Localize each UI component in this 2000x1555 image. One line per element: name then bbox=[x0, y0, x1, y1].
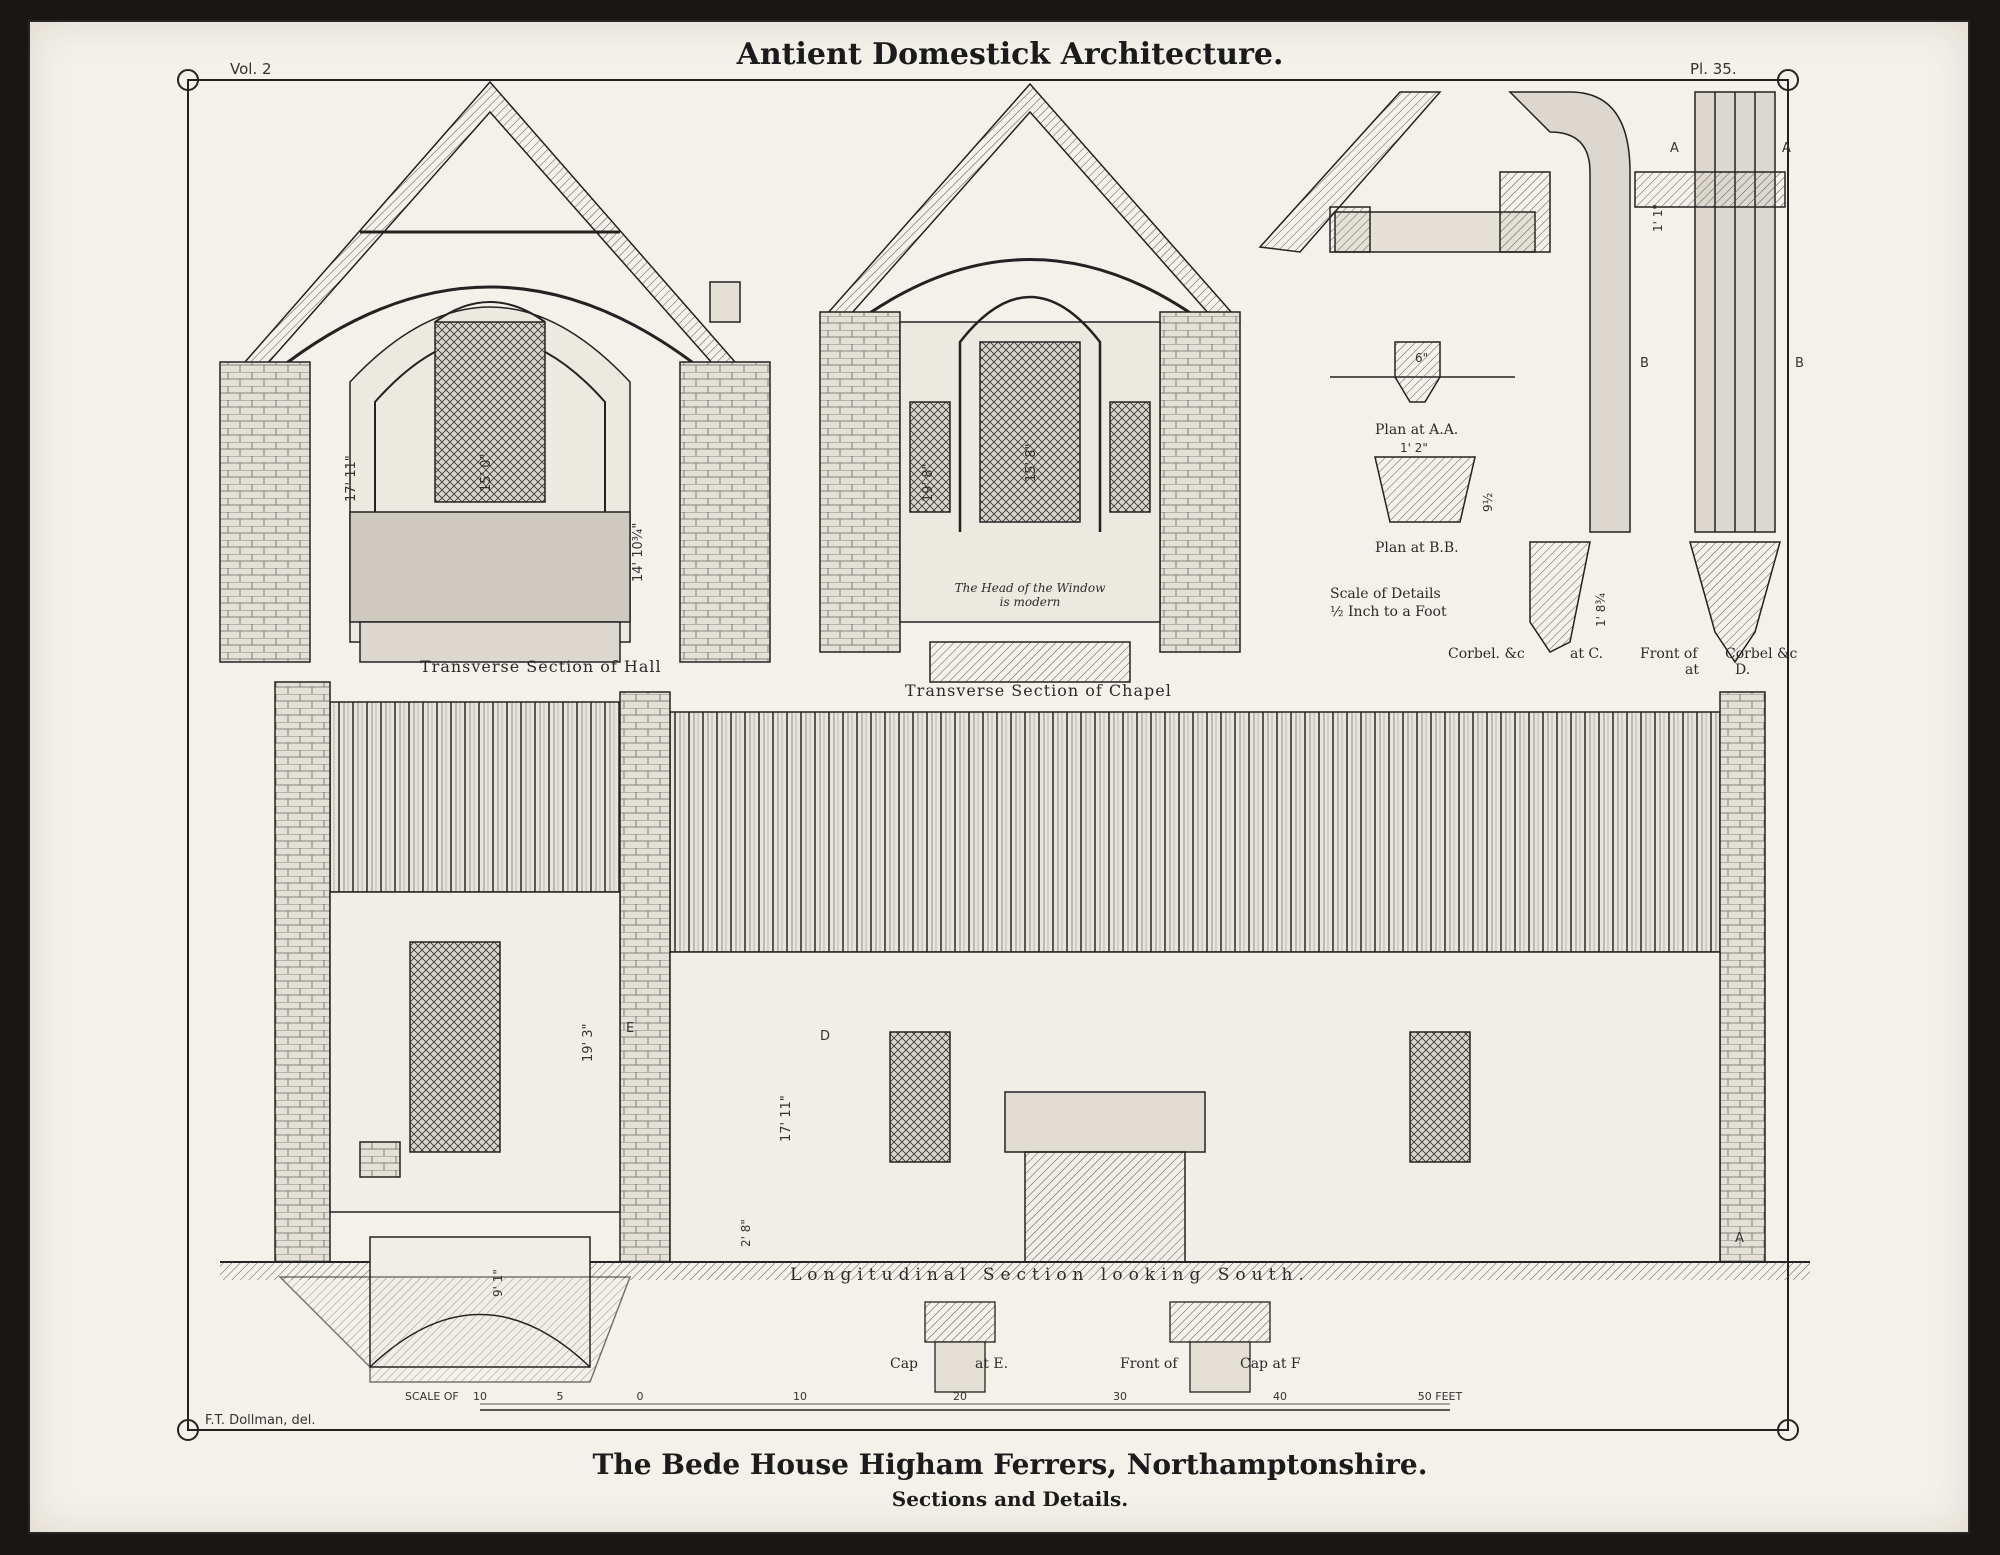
plan-aa-dim: 6" bbox=[1415, 351, 1428, 365]
plan-bb-detail bbox=[1374, 456, 1476, 523]
hall-height-dimension: 17' 11" bbox=[344, 455, 359, 502]
plate-footer-subtitle: Sections and Details. bbox=[892, 1487, 1128, 1511]
corbel-d-label: Corbel &c bbox=[1725, 646, 1797, 662]
longitudinal-section bbox=[220, 681, 1810, 1383]
scale-tick-10l: 10 bbox=[473, 1390, 487, 1403]
plan-bb-label: Plan at B.B. bbox=[1375, 540, 1459, 556]
engraved-plate: Antient Domestick Architecture. Vol. 2 P… bbox=[30, 22, 1968, 1532]
chapel-window-dimension: 15' 8" bbox=[1024, 444, 1039, 483]
scale-label: SCALE OF bbox=[405, 1390, 459, 1403]
corbel-c-at: at C. bbox=[1570, 646, 1603, 662]
plate-number: Pl. 35. bbox=[1690, 60, 1737, 78]
window-note-line1: The Head of the Window bbox=[955, 581, 1106, 595]
hall-window-dimension: 15' 0" bbox=[479, 454, 494, 493]
corbel-d-detail bbox=[1634, 91, 1786, 664]
scale-tick-0: 0 bbox=[637, 1390, 644, 1403]
cap-details bbox=[924, 1301, 1271, 1393]
chapel-side-dimension: 19' 8" bbox=[921, 464, 936, 503]
corbel-c-label: Corbel. &c bbox=[1448, 646, 1525, 662]
corbel-d-marker: D. bbox=[1735, 662, 1750, 678]
front-of-label: Front of bbox=[1640, 646, 1699, 662]
corbel-dim-bottom: 1' 8¾ bbox=[1594, 593, 1608, 627]
plan-aa-label: Plan at A.A. bbox=[1375, 422, 1458, 438]
cellar-dimension: 9' 1" bbox=[491, 1269, 505, 1297]
details-scale-line2: ½ Inch to a Foot bbox=[1330, 604, 1447, 620]
long-main-dimension: 17' 11" bbox=[779, 1095, 794, 1142]
window-note-line2: is modern bbox=[1000, 595, 1061, 609]
marker-b-right: B bbox=[1795, 356, 1804, 371]
marker-a-left: A bbox=[1670, 141, 1679, 156]
long-step-dimension: 2' 8" bbox=[739, 1219, 753, 1247]
plate-border bbox=[177, 69, 1799, 1441]
marker-a: A bbox=[1735, 1231, 1744, 1246]
hall-section-label: Transverse Section of Hall bbox=[420, 657, 662, 676]
roof-detail bbox=[1258, 91, 1536, 253]
plate-title: Antient Domestick Architecture. bbox=[736, 37, 1284, 72]
chapel-transverse-section bbox=[818, 82, 1242, 683]
scale-tick-50: 50 FEET bbox=[1418, 1390, 1463, 1403]
longitudinal-section-label: Longitudinal Section looking South. bbox=[790, 1265, 1310, 1285]
details-scale-line1: Scale of Details bbox=[1330, 586, 1441, 602]
marker-b-left: B bbox=[1640, 356, 1649, 371]
plate-footer-title: The Bede House Higham Ferrers, Northampt… bbox=[593, 1448, 1428, 1481]
hall-side-dimension: 14' 10¾" bbox=[631, 523, 646, 582]
marker-e: E bbox=[626, 1021, 634, 1036]
plan-aa-detail bbox=[1330, 341, 1515, 403]
cap-f-front: Front of bbox=[1120, 1356, 1179, 1372]
scale-tick-20: 20 bbox=[953, 1390, 967, 1403]
scale-tick-30: 30 bbox=[1113, 1390, 1127, 1403]
architectural-drawing: Antient Domestick Architecture. Vol. 2 P… bbox=[177, 37, 1810, 1511]
cap-f-label: Cap at F bbox=[1240, 1356, 1301, 1372]
corbel-d-at: at bbox=[1685, 662, 1699, 678]
plan-aa-width: 1' 2" bbox=[1400, 441, 1428, 455]
cap-e-at: at E. bbox=[975, 1356, 1008, 1372]
corbel-dim-top: 1' 1" bbox=[1651, 204, 1665, 232]
marker-a-right: A bbox=[1782, 141, 1791, 156]
scale-tick-40: 40 bbox=[1273, 1390, 1287, 1403]
plan-bb-dim: 9½ bbox=[1481, 493, 1495, 512]
long-bay-dimension: 19' 3" bbox=[581, 1024, 596, 1063]
volume-label: Vol. 2 bbox=[230, 60, 272, 78]
scale-tick-5: 5 bbox=[557, 1390, 564, 1403]
marker-d: D bbox=[820, 1029, 830, 1044]
scale-tick-10: 10 bbox=[793, 1390, 807, 1403]
hall-transverse-section bbox=[219, 80, 771, 663]
chapel-section-label: Transverse Section of Chapel bbox=[905, 681, 1172, 700]
cap-e-label: Cap bbox=[890, 1356, 918, 1372]
draughtsman-credit: F.T. Dollman, del. bbox=[205, 1413, 316, 1428]
arch-rib-detail bbox=[1499, 91, 1631, 653]
scale-bar bbox=[480, 1403, 1450, 1411]
